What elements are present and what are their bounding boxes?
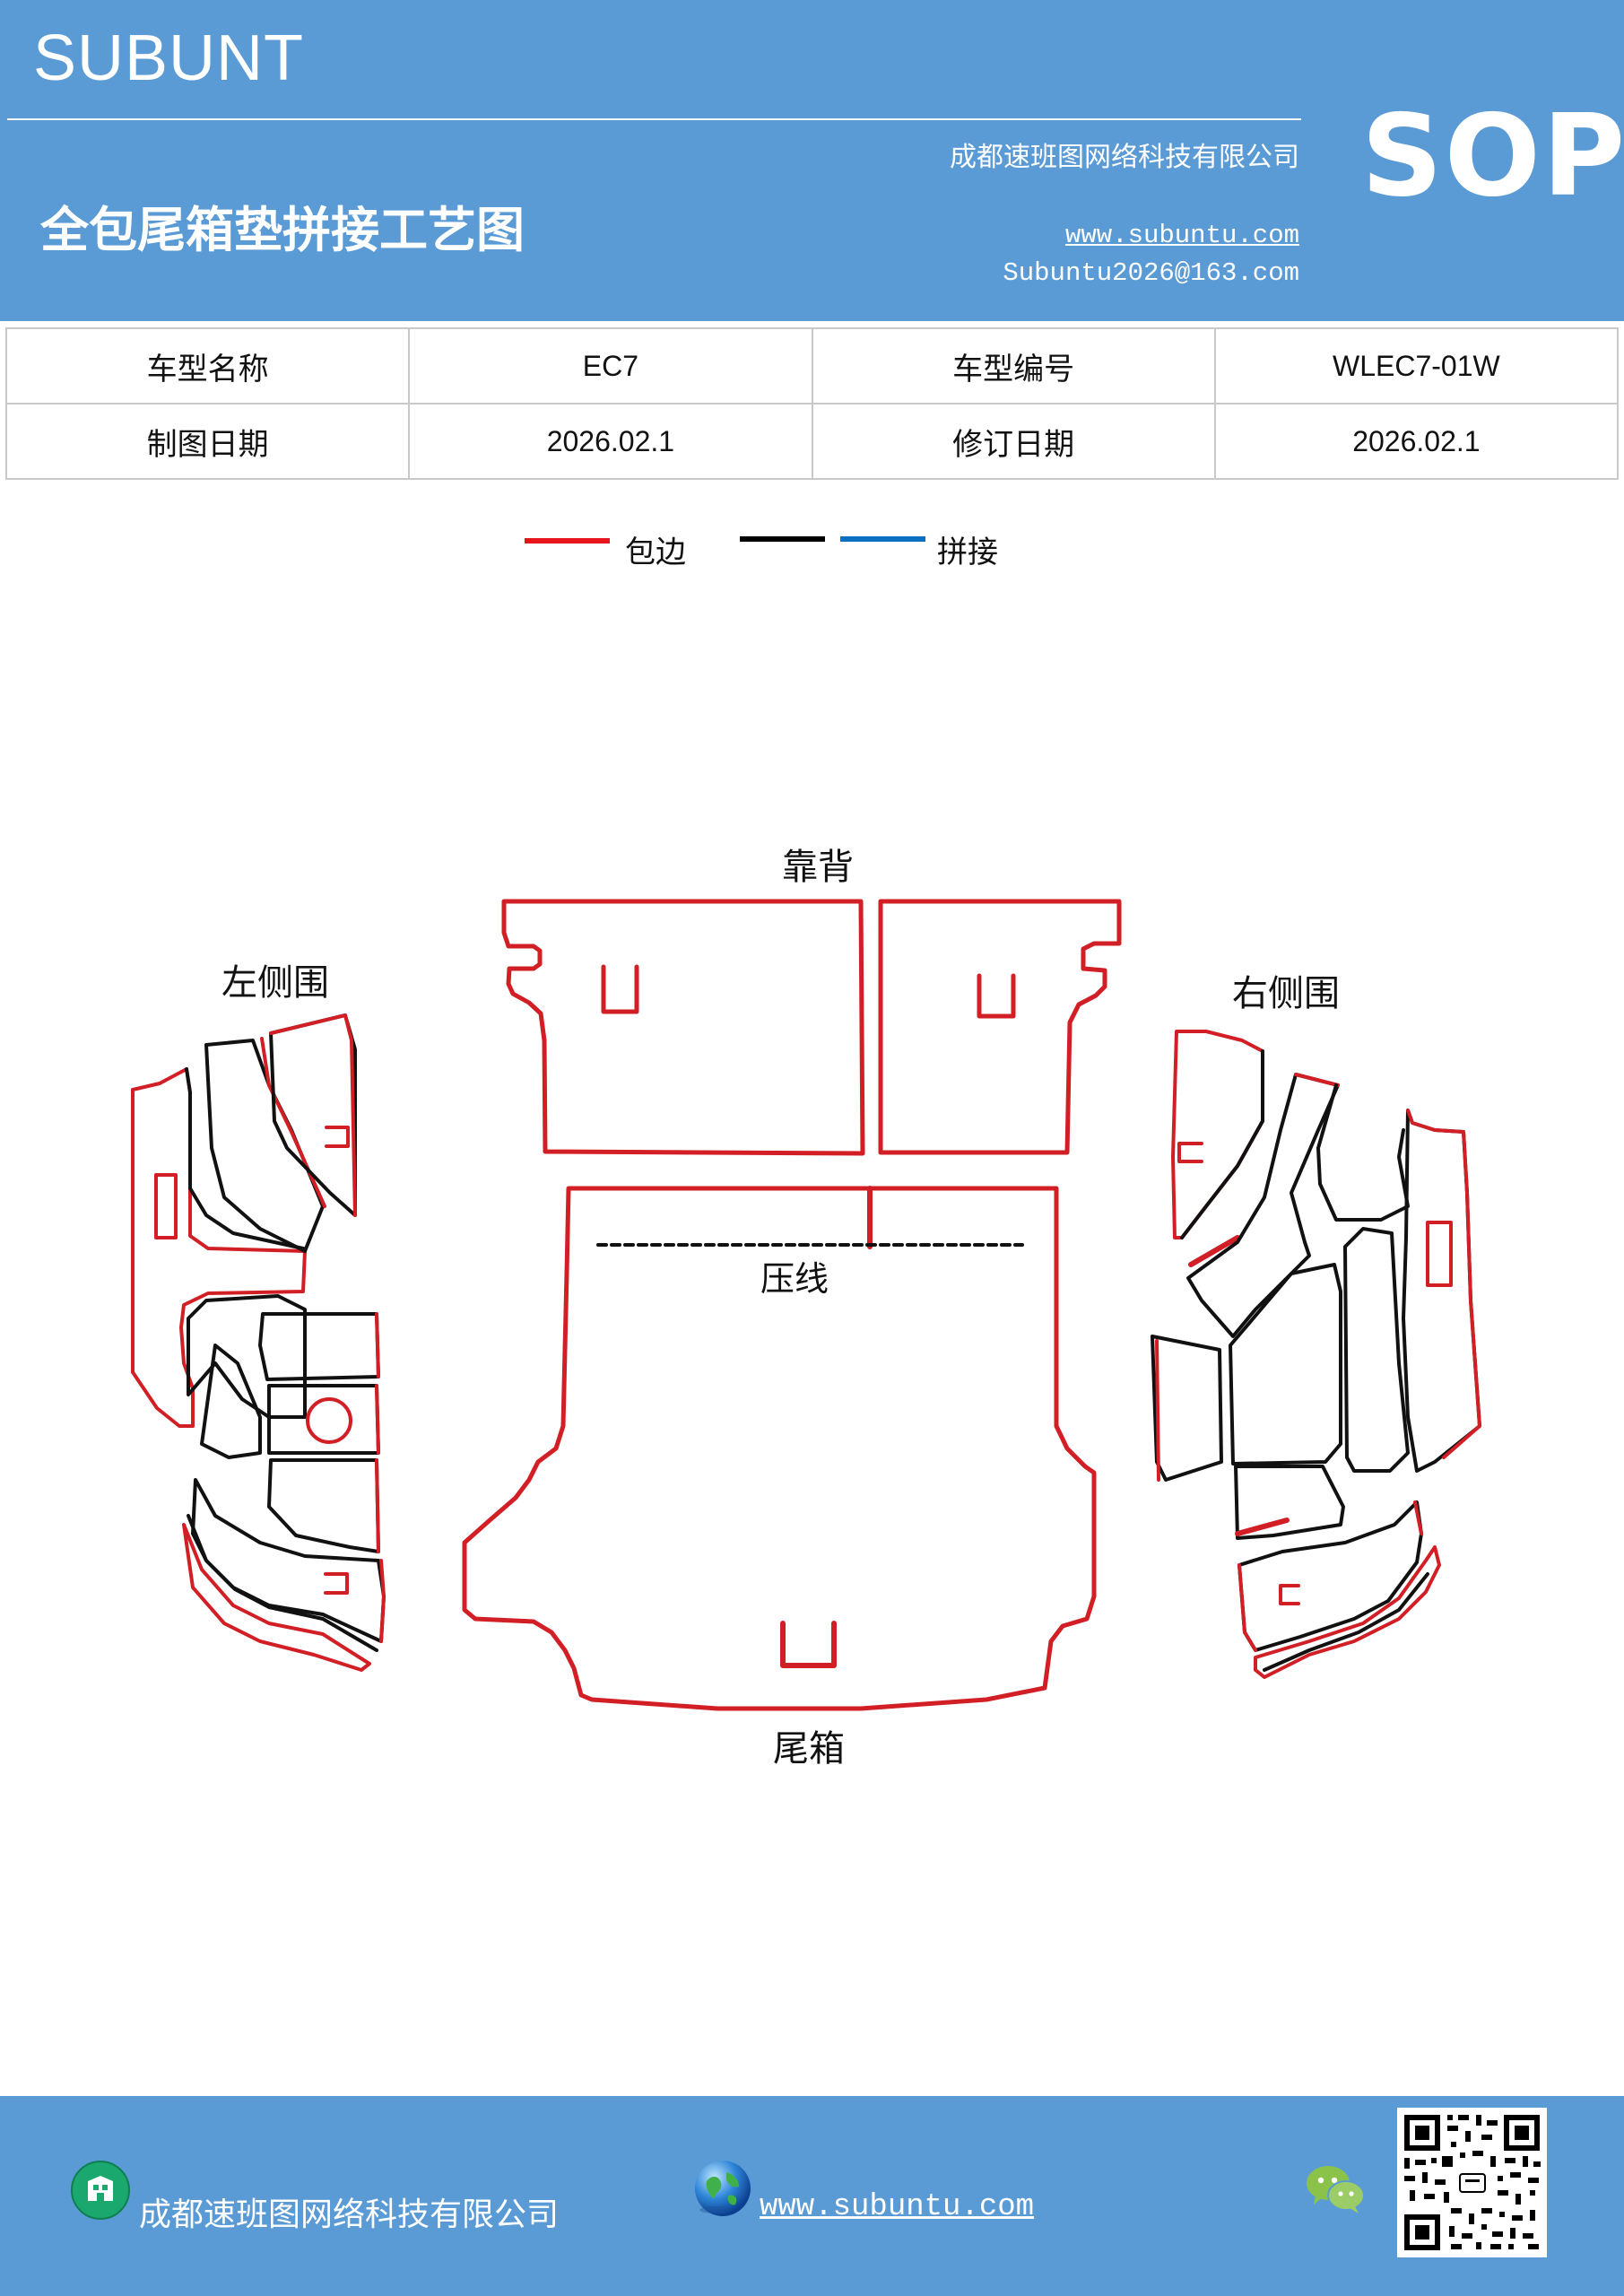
info-row-2: 制图日期 2026.02.1 修订日期 2026.02.1 — [4, 403, 1620, 480]
header-website-link[interactable]: www.subuntu.com — [1064, 221, 1299, 250]
header-divider — [7, 118, 1301, 120]
legend-seam-label: 拼接 — [937, 535, 998, 570]
right-side-label: 右侧围 — [1232, 973, 1340, 1014]
revision-date-label: 修订日期 — [811, 403, 1216, 480]
model-code-label: 车型编号 — [811, 327, 1216, 404]
legend-seam-swatch — [840, 536, 925, 542]
page-title: 全包尾箱垫拼接工艺图 — [40, 202, 525, 258]
sop-badge: SOP — [1361, 90, 1624, 222]
qr-code-icon — [1397, 2108, 1547, 2257]
trunk-label: 尾箱 — [773, 1728, 845, 1770]
legend-edge-label: 包边 — [625, 535, 686, 570]
draw-date-value: 2026.02.1 — [408, 403, 813, 480]
vehicle-info-table: 车型名称 EC7 车型编号 WLEC7-01W 制图日期 2026.02.1 修… — [4, 327, 1620, 480]
draw-date-label: 制图日期 — [4, 403, 411, 480]
backrest-left-piece — [501, 899, 865, 1156]
legend-black-swatch — [740, 536, 825, 542]
globe-icon — [695, 2161, 751, 2216]
wechat-icon — [1307, 2166, 1365, 2213]
info-row-1: 车型名称 EC7 车型编号 WLEC7-01W — [4, 327, 1620, 404]
legend-edge-swatch — [525, 538, 610, 544]
header-band — [0, 0, 1624, 321]
footer-company-name: 成都速班图网络科技有限公司 — [139, 2196, 560, 2233]
crease-label: 压线 — [760, 1259, 829, 1299]
trunk-slot — [780, 1621, 837, 1668]
left-side-panel-group — [131, 1013, 386, 1672]
revision-date-value: 2026.02.1 — [1213, 403, 1620, 480]
backrest-right-slot — [977, 973, 1016, 1019]
model-name-value: EC7 — [408, 327, 813, 404]
building-icon — [71, 2161, 130, 2220]
brand-name: SUBUNT — [33, 22, 305, 94]
footer-website-link[interactable]: www.subuntu.com — [760, 2190, 1035, 2224]
model-code-value: WLEC7-01W — [1213, 327, 1620, 404]
model-name-label: 车型名称 — [4, 327, 411, 404]
left-side-label: 左侧围 — [221, 962, 329, 1004]
backrest-right-piece — [878, 899, 1122, 1155]
header-company-name: 成都速班图网络科技有限公司 — [950, 142, 1299, 173]
backrest-label: 靠背 — [782, 847, 854, 888]
header-email: Subuntu2026@163.com — [1003, 258, 1299, 288]
backrest-left-slot — [601, 964, 639, 1014]
right-side-panel-group — [1151, 1030, 1481, 1679]
